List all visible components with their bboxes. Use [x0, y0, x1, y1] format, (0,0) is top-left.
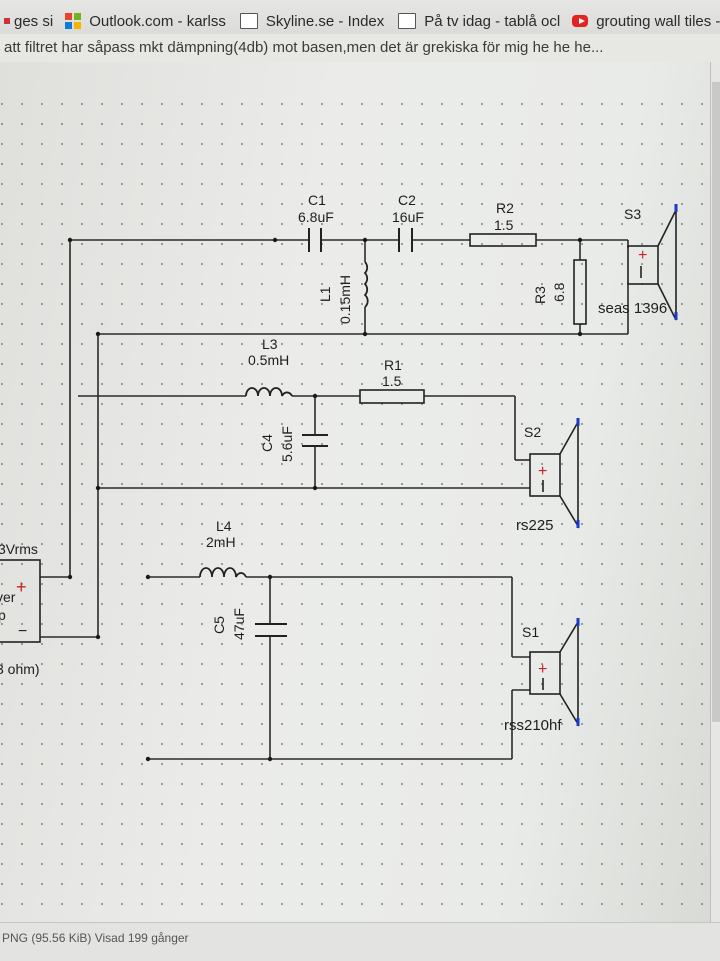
r1-value: 1.5: [382, 373, 402, 389]
source-plus-sign: +: [16, 577, 27, 597]
source-voltage: 3Vrms: [0, 541, 38, 557]
source-minus-sign: −: [18, 623, 27, 640]
bookmark-item[interactable]: grouting wall tiles - ': [568, 7, 720, 35]
bookmark-item[interactable]: Skyline.se - Index: [234, 7, 392, 35]
c5-name: C5: [211, 616, 227, 634]
resistor-r1: R1 1.5: [359, 357, 425, 404]
capacitor-c5: C5 47uF: [211, 608, 287, 640]
inductor-l3: L3 0.5mH: [245, 336, 293, 397]
inductor-l4: L4 2mH: [199, 518, 247, 578]
capacitor-c1: C1 6.8uF: [298, 192, 334, 252]
l1-name: L1: [317, 286, 333, 302]
c1-value: 6.8uF: [298, 209, 334, 225]
red-square-icon: [4, 18, 10, 24]
vertical-scrollbar[interactable]: [710, 62, 720, 922]
c5-value: 47uF: [231, 608, 247, 640]
s3-plus-sign: +: [638, 247, 647, 264]
crossover-schematic-image: C1 6.8uF C2 16uF R2 1.5 L1 0.15mH R3 6.8…: [0, 102, 712, 922]
s1-plus-sign: +: [538, 661, 547, 678]
s2-name: S2: [524, 424, 541, 440]
s1-model: rss210hf: [504, 717, 562, 734]
c2-name: C2: [398, 192, 416, 208]
l3-name: L3: [262, 336, 278, 352]
source-impedance: 3 ohm): [0, 661, 40, 677]
c2-value: 16uF: [392, 209, 424, 225]
s3-name: S3: [624, 206, 641, 222]
inductor-l1: L1 0.15mH: [317, 261, 369, 324]
bookmark-item[interactable]: ges si: [0, 7, 61, 35]
bookmark-label: grouting wall tiles - ': [596, 12, 720, 30]
s3-model: seas 1396: [598, 300, 667, 317]
resistor-r3: R3 6.8: [532, 259, 587, 325]
source-label-bottom: p: [0, 607, 6, 623]
bookmark-item[interactable]: På tv idag - tablå ocl: [392, 7, 568, 35]
r1-name: R1: [384, 357, 402, 373]
post-text: att filtret har såpass mkt dämpning(4db)…: [0, 34, 720, 62]
c1-name: C1: [308, 192, 326, 208]
source-label-top: ver: [0, 589, 16, 605]
wires: [40, 239, 629, 760]
resistor-r2: R2 1.5: [469, 200, 537, 247]
scrollbar-thumb[interactable]: [712, 82, 720, 722]
l4-value: 2mH: [206, 534, 236, 550]
speaker-s1: + S1 rss210hf: [504, 618, 580, 734]
s1-name: S1: [522, 624, 539, 640]
junction-dots: [67, 237, 583, 762]
outlook-icon: [65, 13, 82, 29]
youtube-icon: [572, 15, 589, 27]
amplifier-source: 3Vrms ver p + − 3 ohm): [0, 541, 41, 677]
l4-name: L4: [216, 518, 232, 534]
page-icon: [239, 13, 258, 29]
bookmark-label: Skyline.se - Index: [265, 12, 385, 30]
c4-value: 5.6uF: [279, 426, 295, 462]
speaker-s3: + S3 seas 1396: [598, 204, 678, 321]
speaker-s2: + S2 rs225: [516, 418, 580, 534]
r2-value: 1.5: [494, 217, 514, 233]
bookmark-label: ges si: [14, 12, 54, 30]
c4-name: C4: [259, 434, 275, 452]
image-info-footer: PNG (95.56 KiB) Visad 199 gånger: [0, 922, 720, 961]
image-view-count: PNG (95.56 KiB) Visad 199 gånger: [2, 931, 189, 945]
page-icon: [398, 13, 417, 29]
grid-dots: [0, 102, 712, 922]
s2-plus-sign: +: [538, 463, 547, 480]
bookmark-label: På tv idag - tablå ocl: [424, 12, 561, 30]
r3-name: R3: [532, 286, 548, 304]
capacitor-c4: C4 5.6uF: [259, 426, 328, 462]
l3-value: 0.5mH: [248, 352, 289, 368]
capacitor-c2: C2 16uF: [392, 192, 424, 252]
r2-name: R2: [496, 200, 514, 216]
bookmark-item[interactable]: Outlook.com - karlss: [61, 7, 234, 35]
bookmark-label: Outlook.com - karlss: [89, 12, 226, 30]
l1-value: 0.15mH: [337, 275, 353, 324]
r3-value: 6.8: [551, 282, 567, 302]
s2-model: rs225: [516, 517, 554, 534]
